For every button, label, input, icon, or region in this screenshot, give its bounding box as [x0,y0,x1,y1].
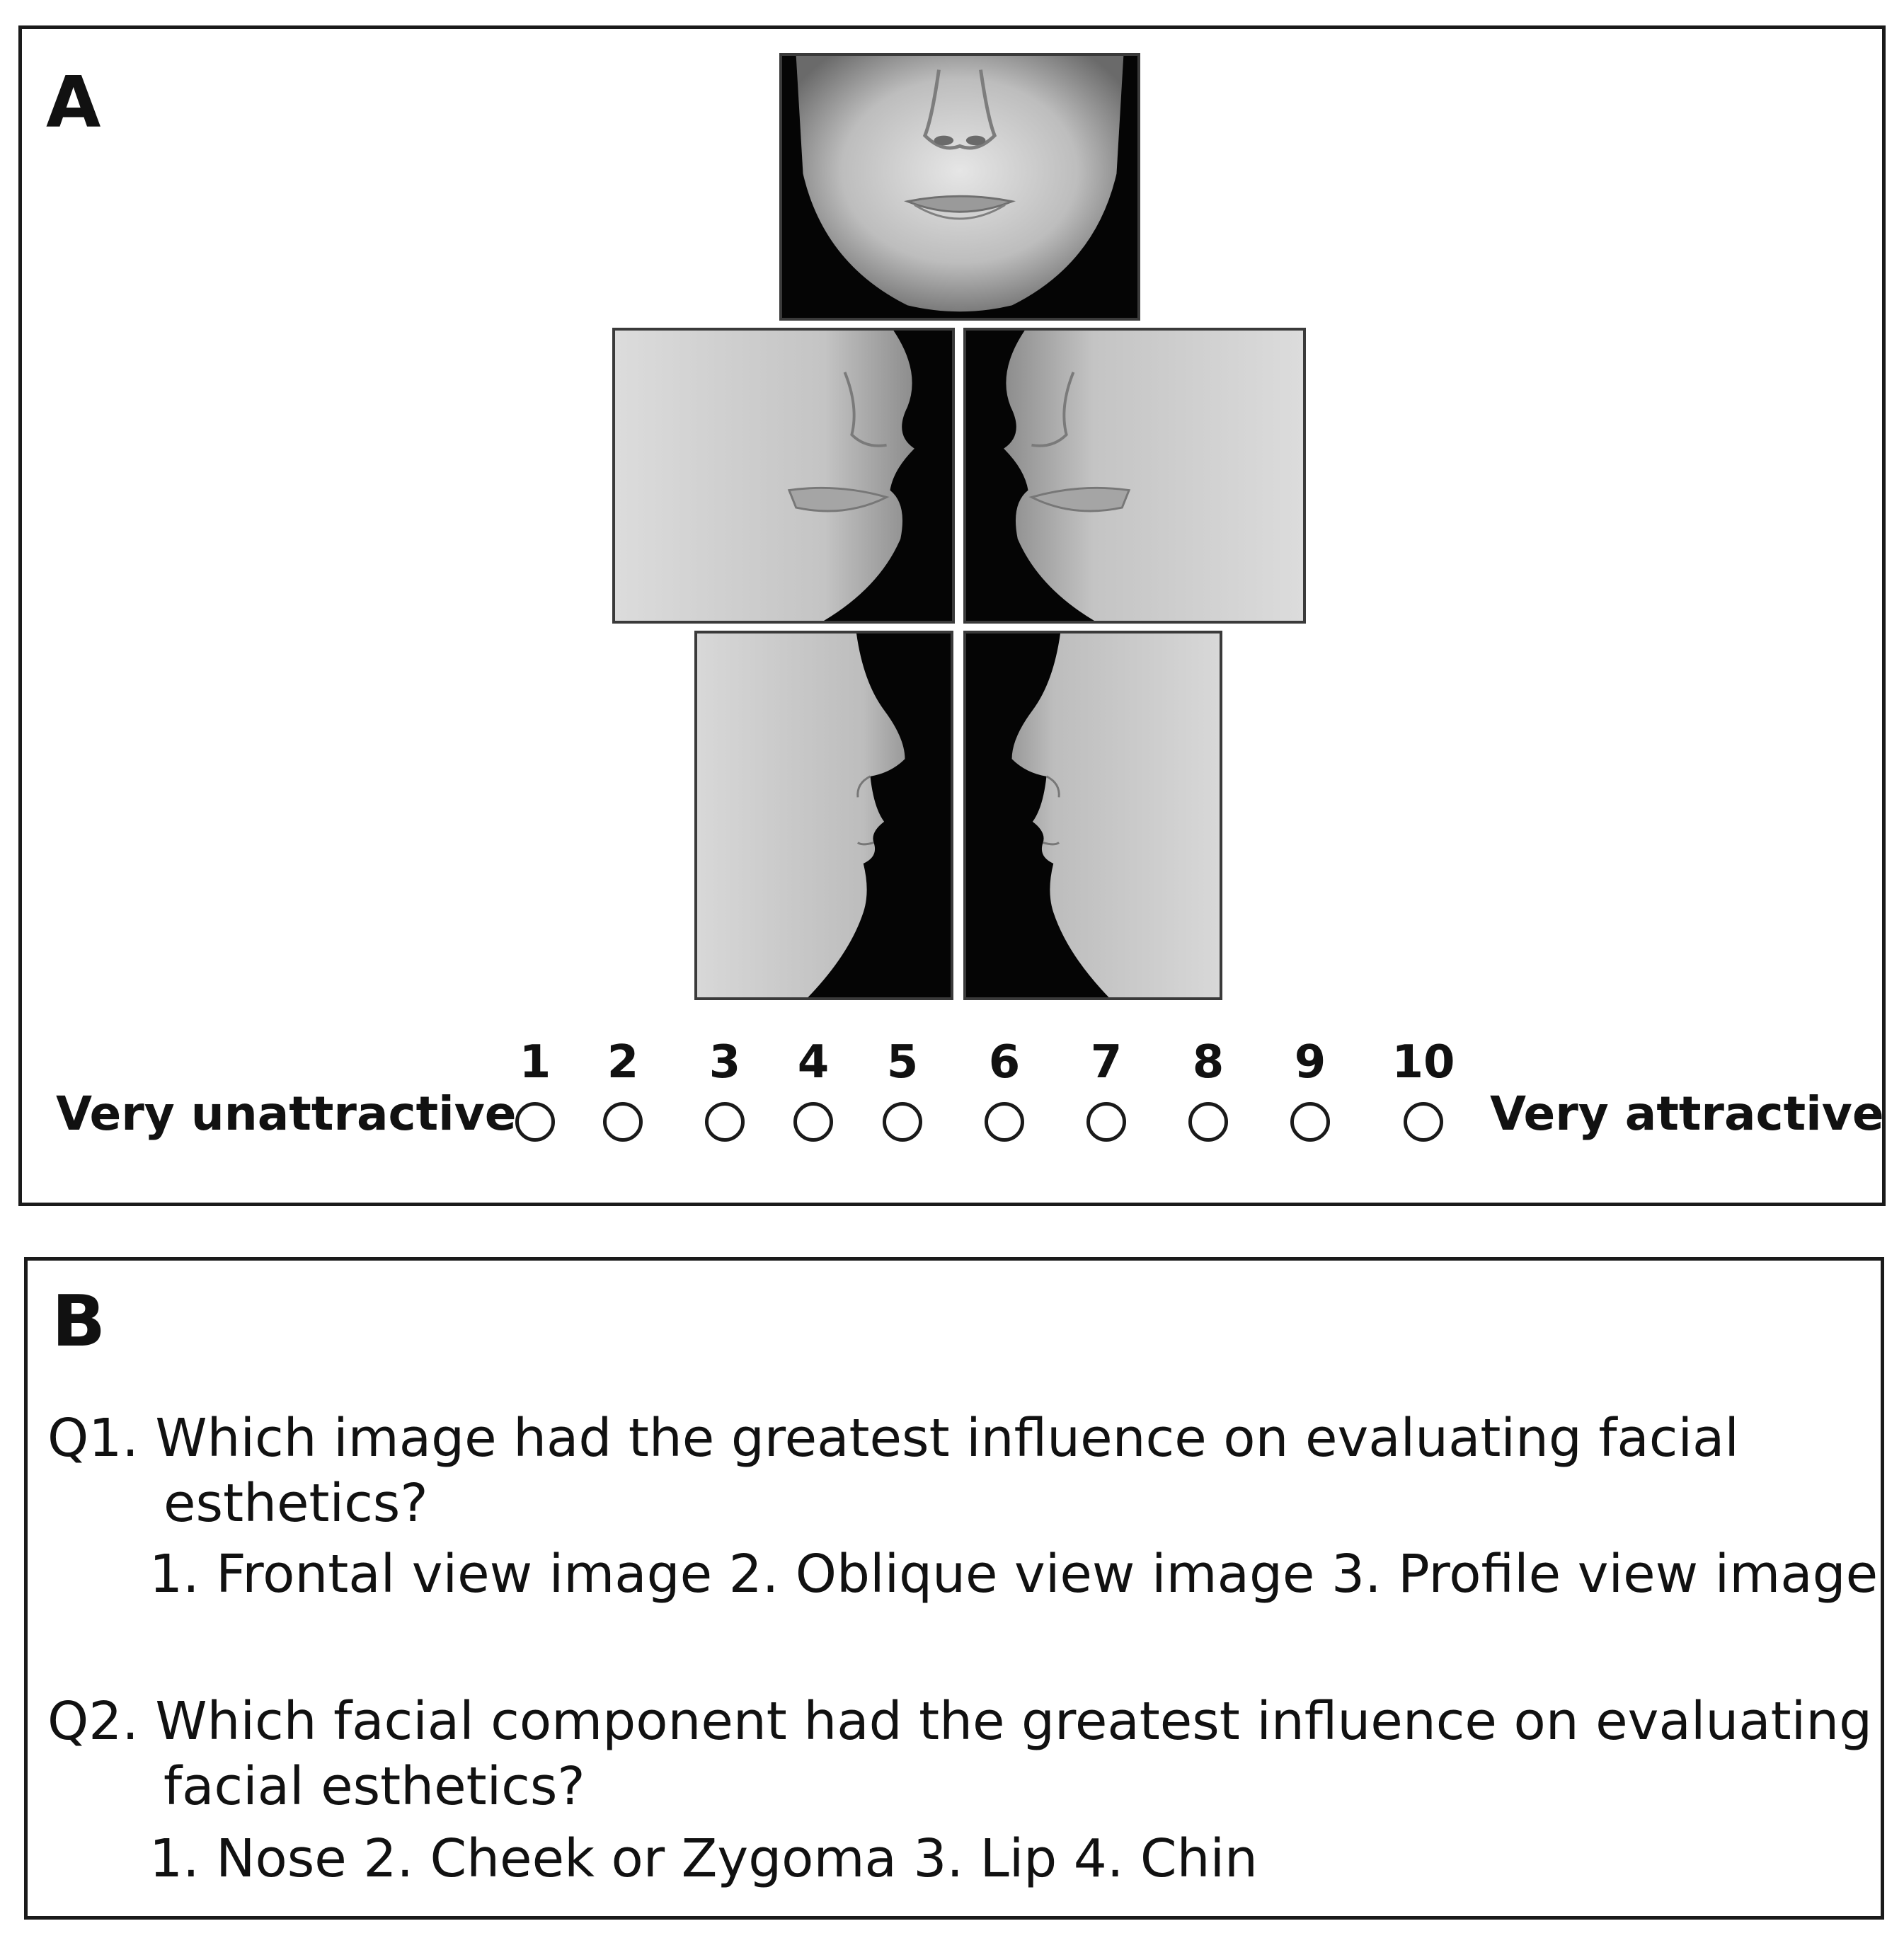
scale-number-1: 1 [519,1036,551,1089]
scale-radio-6[interactable] [985,1102,1024,1142]
scale-radio-10[interactable] [1404,1102,1443,1142]
oblique-left-image [963,328,1306,624]
q1-question-line2: esthetics? [164,1473,428,1534]
profile-right-image [694,631,953,1000]
scale-radio-7[interactable] [1086,1102,1126,1142]
profile-left-image [963,631,1222,1000]
panel-b: B Q1. Which image had the greatest influ… [24,1257,1884,1920]
frontal-view-image [779,53,1140,321]
scale-radio-8[interactable] [1188,1102,1228,1142]
q2-answer-options: 1. Nose 2. Cheek or Zygoma 3. Lip 4. Chi… [149,1828,1258,1889]
panel-b-label: B [52,1280,106,1363]
q2-question-line2: facial esthetics? [164,1756,585,1817]
scale-radio-3[interactable] [705,1102,745,1142]
scale-number-8: 8 [1192,1036,1225,1089]
scale-radio-1[interactable] [515,1102,555,1142]
scale-radio-2[interactable] [603,1102,643,1142]
scale-number-6: 6 [988,1036,1021,1089]
scale-number-5: 5 [886,1036,919,1089]
scale-number-4: 4 [797,1036,830,1089]
scale-number-3: 3 [709,1036,741,1089]
scale-number-10: 10 [1392,1036,1455,1089]
scale-radio-5[interactable] [883,1102,922,1142]
scale-number-2: 2 [607,1036,639,1089]
panel-a: A [18,25,1886,1206]
scale-left-label: Very unattractive [56,1086,517,1141]
q1-answer-options: 1. Frontal view image 2. Oblique view im… [149,1544,1879,1605]
panel-a-label: A [46,61,101,144]
scale-number-9: 9 [1294,1036,1326,1089]
q1-question-line1: Q1. Which image had the greatest influen… [47,1408,1739,1469]
scale-number-7: 7 [1090,1036,1123,1089]
oblique-right-image [612,328,955,624]
scale-right-label: Very attractive [1490,1086,1884,1141]
scale-radio-4[interactable] [793,1102,833,1142]
q2-question-line1: Q2. Which facial component had the great… [47,1691,1873,1752]
scale-radio-9[interactable] [1290,1102,1330,1142]
